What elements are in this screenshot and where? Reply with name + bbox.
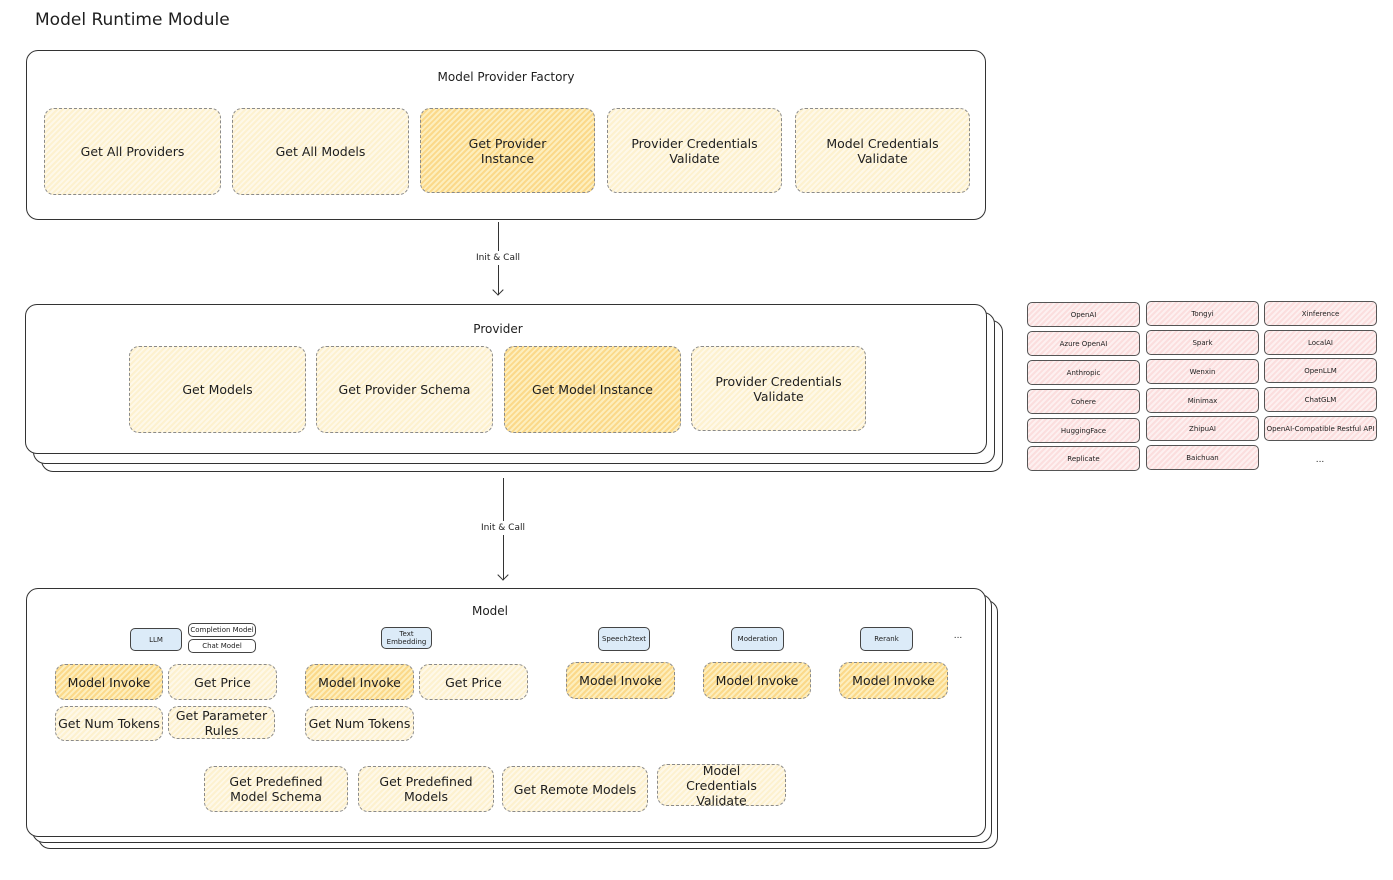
get-all-models[interactable]: Get All Models (232, 108, 409, 195)
provider-openai-compatible: OpenAI-Compatible Restful API (1264, 416, 1377, 441)
rerank-tag: Rerank (860, 627, 913, 651)
model-credentials-validate[interactable]: Model Credentials Validate (657, 763, 786, 808)
get-models[interactable]: Get Models (129, 346, 306, 433)
provider-localai: LocalAI (1264, 330, 1377, 355)
model-title: Model (471, 604, 509, 618)
more-providers: ... (1315, 455, 1325, 465)
more-types: ... (953, 631, 963, 641)
provider-anthropic: Anthropic (1027, 360, 1140, 385)
llm-get-price[interactable]: Get Price (168, 664, 277, 700)
provider-openai: OpenAI (1027, 302, 1140, 327)
provider-credentials-validate[interactable]: Provider Credentials Validate (691, 346, 866, 431)
llm-model-invoke[interactable]: Model Invoke (55, 664, 163, 700)
arrow-label: Init & Call (479, 521, 527, 535)
get-remote-models[interactable]: Get Remote Models (502, 766, 648, 812)
provider-xinference: Xinference (1264, 301, 1377, 326)
speech2text-model-invoke[interactable]: Model Invoke (566, 662, 675, 699)
provider-minimax: Minimax (1146, 388, 1259, 413)
llm-tag: LLM (130, 628, 182, 651)
get-predefined-model-schema[interactable]: Get Predefined Model Schema (204, 766, 348, 812)
provider-credentials-validate[interactable]: Provider Credentials Validate (607, 108, 782, 193)
get-all-providers[interactable]: Get All Providers (44, 108, 221, 195)
provider-replicate: Replicate (1027, 446, 1140, 471)
get-predefined-models[interactable]: Get Predefined Models (358, 766, 494, 812)
embedding-get-num-tokens[interactable]: Get Num Tokens (305, 706, 414, 741)
speech2text-tag: Speech2text (598, 627, 650, 651)
provider-huggingface: HuggingFace (1027, 418, 1140, 443)
provider-chatglm: ChatGLM (1264, 387, 1377, 412)
factory-title: Model Provider Factory (437, 70, 575, 84)
provider-baichuan: Baichuan (1146, 445, 1259, 470)
provider-openllm: OpenLLM (1264, 358, 1377, 383)
moderation-model-invoke[interactable]: Model Invoke (703, 662, 811, 699)
chat-model-tag: Chat Model (188, 639, 256, 653)
arrow-label: Init & Call (474, 251, 522, 265)
get-provider-instance[interactable]: Get Provider Instance (420, 108, 595, 193)
llm-get-parameter-rules[interactable]: Get Parameter Rules (168, 706, 275, 739)
text-embedding-tag: Text Embedding (381, 627, 432, 649)
get-model-instance[interactable]: Get Model Instance (504, 346, 681, 433)
provider-wenxin: Wenxin (1146, 359, 1259, 384)
llm-get-num-tokens[interactable]: Get Num Tokens (55, 706, 163, 741)
embedding-get-price[interactable]: Get Price (419, 664, 528, 700)
provider-tongyi: Tongyi (1146, 301, 1259, 326)
provider-azure-openai: Azure OpenAI (1027, 331, 1140, 356)
page-title: Model Runtime Module (35, 10, 230, 30)
moderation-tag: Moderation (731, 627, 784, 651)
get-provider-schema[interactable]: Get Provider Schema (316, 346, 493, 433)
embedding-model-invoke[interactable]: Model Invoke (305, 664, 414, 700)
provider-zhipuai: ZhipuAI (1146, 416, 1259, 441)
completion-model-tag: Completion Model (188, 623, 256, 637)
model-credentials-validate[interactable]: Model Credentials Validate (795, 108, 970, 193)
provider-spark: Spark (1146, 330, 1259, 355)
rerank-model-invoke[interactable]: Model Invoke (839, 662, 948, 699)
provider-title: Provider (473, 322, 523, 336)
provider-cohere: Cohere (1027, 389, 1140, 414)
